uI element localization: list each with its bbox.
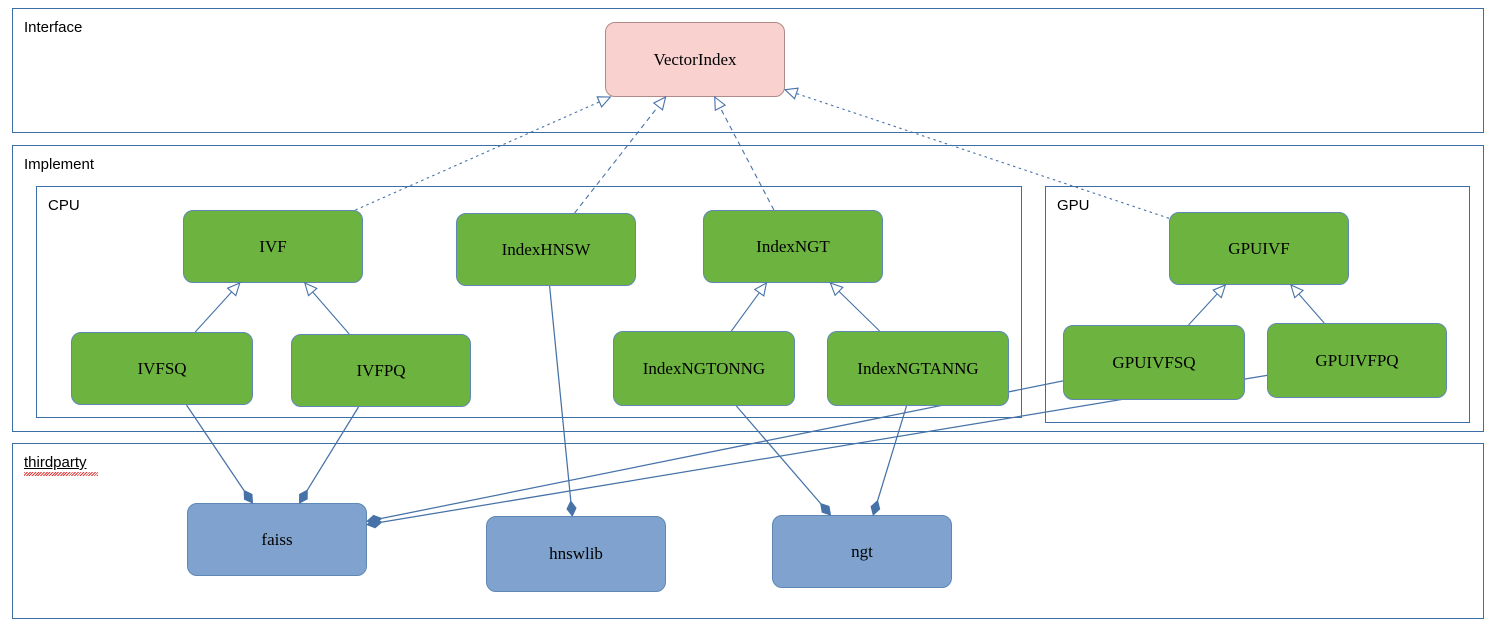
group-thirdparty (12, 443, 1484, 619)
node-ngt[interactable]: ngt (772, 515, 952, 588)
group-label-interface: Interface (24, 19, 83, 36)
node-indexngtanng[interactable]: IndexNGTANNG (827, 331, 1009, 406)
node-faiss[interactable]: faiss (187, 503, 367, 576)
edge-faiss-to-ivfpq (306, 406, 360, 491)
edge-hnswlib-to-indexhnsw (548, 285, 572, 502)
edge-ngt-to-indexngtanng (877, 405, 908, 501)
node-gpuivf[interactable]: GPUIVF (1169, 212, 1349, 285)
edge-ivfpq-to-ivf (312, 291, 350, 335)
group-gpu (1045, 186, 1470, 423)
node-gpuivfsq[interactable]: GPUIVFSQ (1063, 325, 1245, 400)
edge-gpuivf-to-vectorindex (796, 92, 1170, 219)
edge-indexngtanng-to-indexngt (838, 291, 880, 332)
edge-faiss-to-ivfsq (185, 404, 245, 491)
group-cpu (36, 186, 1022, 418)
node-indexngtonng[interactable]: IndexNGTONNG (613, 331, 795, 406)
node-hnswlib[interactable]: hnswlib (486, 516, 666, 592)
group-label-implement: Implement (24, 156, 95, 173)
edge-indexhnsw-to-vectorindex (574, 106, 659, 214)
group-label-gpu: GPU (1057, 197, 1090, 214)
group-implement (12, 145, 1484, 432)
spellcheck-underline-icon (24, 472, 98, 476)
group-label-thirdparty: thirdparty (24, 454, 87, 471)
edge-gpuivfpq-to-gpuivf (1298, 293, 1325, 324)
node-indexhnsw[interactable]: IndexHNSW (456, 213, 636, 286)
edge-indexngt-to-vectorindex (719, 107, 775, 211)
edge-ivf-to-vectorindex (355, 101, 600, 211)
node-indexngt[interactable]: IndexNGT (703, 210, 883, 283)
edge-gpuivfsq-to-gpuivf (1188, 293, 1218, 326)
node-ivfpq[interactable]: IVFPQ (291, 334, 471, 407)
group-interface (12, 8, 1484, 133)
group-label-cpu: CPU (48, 197, 80, 214)
node-ivfsq[interactable]: IVFSQ (71, 332, 253, 405)
node-ivf[interactable]: IVF (183, 210, 363, 283)
node-vectorindex[interactable]: VectorIndex (605, 22, 785, 97)
edge-ngt-to-indexngtonng (735, 405, 822, 505)
node-gpuivfpq[interactable]: GPUIVFPQ (1267, 323, 1447, 398)
edge-ivfsq-to-ivf (194, 291, 233, 333)
edge-indexngtonng-to-indexngt (730, 292, 760, 332)
